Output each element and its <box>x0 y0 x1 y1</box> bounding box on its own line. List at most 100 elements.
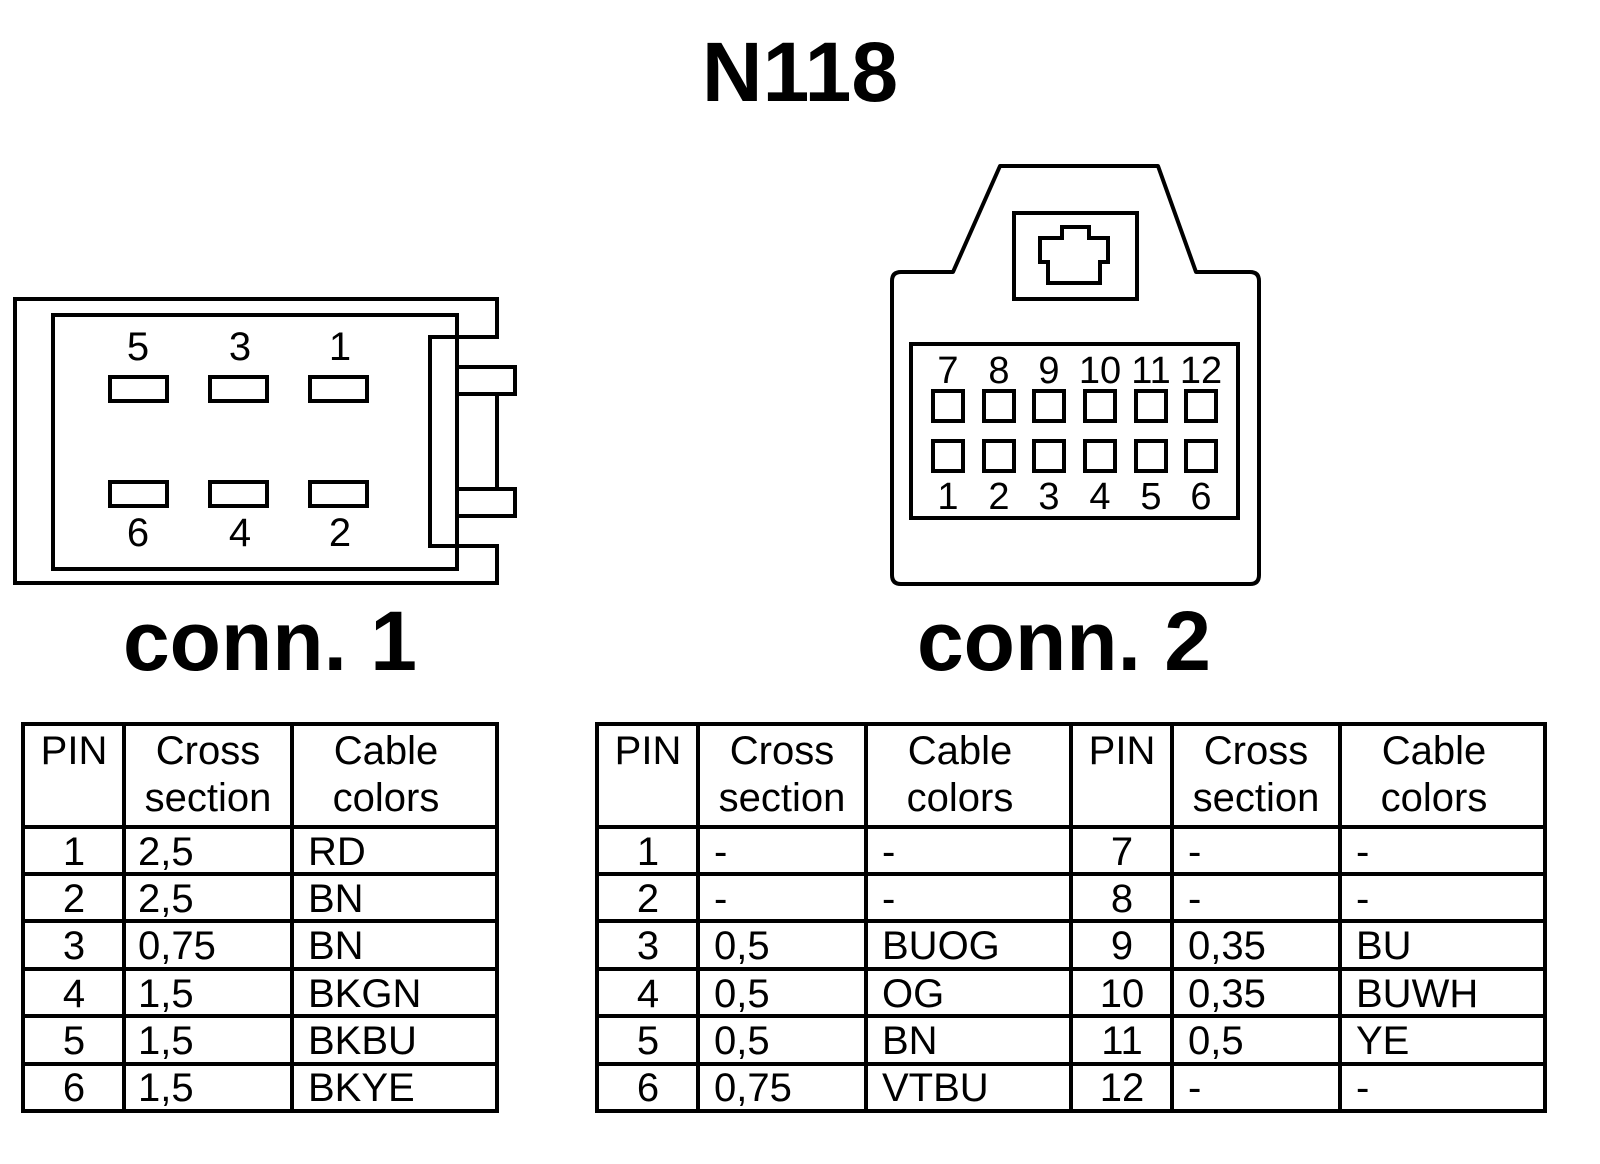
table-2-header-cross-line2-b: section <box>1193 776 1320 820</box>
connector-1-inner-frame <box>51 313 459 571</box>
table-2-cell-cross-section: 0,5 <box>714 924 770 968</box>
connector-2-label-pin-9: 9 <box>1038 350 1059 392</box>
table-1-cell-cross-section: 0,75 <box>138 924 216 968</box>
table-2-cell-pin-b: 7 <box>1111 830 1133 874</box>
table-1-header-cable-line1: Cable <box>334 729 439 773</box>
table-2-cell-cross-section-b: 0,35 <box>1188 924 1266 968</box>
connector-2-pin-11 <box>1134 389 1168 423</box>
connector-1-drawing <box>13 297 517 585</box>
table-row: 2 - - 8 - - <box>637 877 1369 921</box>
connector-2-pin-10 <box>1083 389 1117 423</box>
table-2-cell-cross-section: - <box>714 877 727 921</box>
table-row: 6 1,5 BKYE <box>63 1066 415 1110</box>
table-row: 3 0,75 BN <box>63 924 364 968</box>
connector-2-pin-2 <box>982 439 1016 473</box>
connector-2-key-housing <box>1012 211 1139 301</box>
table-1-header-pin: PIN <box>41 729 108 773</box>
table-2-cell-cross-section-b: 0,35 <box>1188 972 1266 1016</box>
table-row: 5 1,5 BKBU <box>63 1019 417 1063</box>
connector-2-body <box>890 164 1261 586</box>
diagram-title: N118 <box>702 25 898 119</box>
table-1-cell-pin: 1 <box>63 830 85 874</box>
table-1-cell-cross-section: 1,5 <box>138 1066 194 1110</box>
table-2-cell-cross-section: 0,5 <box>714 1019 770 1063</box>
table-2-header-cable-line1-b: Cable <box>1382 729 1487 773</box>
table-row: 1 - - 7 - - <box>637 830 1369 874</box>
table-row: 3 0,5 BUOG 9 0,35 BU <box>637 924 1412 968</box>
connector-2-label-pin-1: 1 <box>937 476 958 518</box>
connector-2-label-pin-8: 8 <box>988 350 1009 392</box>
table-2-cell-cable-color-b: YE <box>1356 1019 1409 1063</box>
table-2-header: PIN Cross section Cable colors PIN Cross… <box>615 729 1488 820</box>
connector-2-label-pin-11: 11 <box>1131 350 1170 392</box>
table-2-cell-cable-color: OG <box>882 972 944 1016</box>
table-2-cell-cross-section: - <box>714 830 727 874</box>
table-1-cell-cross-section: 2,5 <box>138 877 194 921</box>
connector-2-pin-4 <box>1083 439 1117 473</box>
table-1-cell-cable-color: RD <box>308 830 366 874</box>
connector-2-pin-6 <box>1184 439 1218 473</box>
table-2-cell-pin-b: 12 <box>1100 1066 1145 1110</box>
table-2-cell-cable-color: - <box>882 877 895 921</box>
table-row: 4 0,5 OG 10 0,35 BUWH <box>637 972 1478 1016</box>
connector-2-drawing <box>890 164 1261 586</box>
table-2-header-cable-line1: Cable <box>908 729 1013 773</box>
connector-1-pin-2 <box>308 480 369 508</box>
connector-1-latch <box>430 335 517 548</box>
connector-2-pin-field <box>909 342 1240 520</box>
table-2-cell-pin-b: 8 <box>1111 877 1133 921</box>
table-2-header-cable-line2-b: colors <box>1381 776 1488 820</box>
table-2-cell-cable-color: BN <box>882 1019 938 1063</box>
connector-2-label-pin-4: 4 <box>1089 476 1110 518</box>
table-2-cell-cable-color-b: - <box>1356 1066 1369 1110</box>
table-2-cell-cross-section: 0,75 <box>714 1066 792 1110</box>
table-1-cell-cable-color: BKBU <box>308 1019 417 1063</box>
table-2-cell-pin: 4 <box>637 972 659 1016</box>
table-1-cell-cross-section: 1,5 <box>138 972 194 1016</box>
connector-2-pin-labels: 7 8 9 10 11 12 1 2 3 4 5 6 <box>937 350 1222 518</box>
table-2-cell-pin: 3 <box>637 924 659 968</box>
table-2-cell-cable-color-b: BU <box>1356 924 1412 968</box>
table-1-cell-pin: 6 <box>63 1066 85 1110</box>
connector-2-key-icon <box>1038 225 1110 285</box>
table-2-cell-pin-b: 10 <box>1100 972 1145 1016</box>
table-1-cell-cross-section: 2,5 <box>138 830 194 874</box>
table-2-cell-cross-section: 0,5 <box>714 972 770 1016</box>
connector-1-label-pin-4: 4 <box>229 511 251 555</box>
table-row: 4 1,5 BKGN <box>63 972 421 1016</box>
connector-1-pin-5 <box>108 375 169 403</box>
table-1-cell-cable-color: BKYE <box>308 1066 415 1110</box>
connector-2-top-row-pins <box>931 389 1218 423</box>
table-row: 6 0,75 VTBU 12 - - <box>637 1066 1369 1110</box>
connector-1-label-pin-6: 6 <box>127 511 149 555</box>
table-2-cell-cable-color: BUOG <box>882 924 1000 968</box>
connector-2-pin-8 <box>982 389 1016 423</box>
table-2-cell-cross-section-b: - <box>1188 877 1201 921</box>
table-row: 2 2,5 BN <box>63 877 364 921</box>
table-2-body: 1 - - 7 - - 2 - - 8 - - 3 0,5 BUOG 9 0,3… <box>637 830 1478 1110</box>
table-2-cell-pin: 6 <box>637 1066 659 1110</box>
connector-1-label-pin-1: 1 <box>329 325 351 369</box>
table-2-cell-pin: 2 <box>637 877 659 921</box>
table-2-header-cross-line1-b: Cross <box>1204 729 1308 773</box>
connector-1-latch-slot <box>455 392 499 491</box>
connector-2-label: conn. 2 <box>917 594 1211 688</box>
connector-2-pin-3 <box>1032 439 1066 473</box>
table-2-cell-pin-b: 11 <box>1101 1019 1143 1063</box>
connector-1-label-pin-2: 2 <box>329 511 351 555</box>
table-1-cell-cable-color: BN <box>308 924 364 968</box>
connector-1-label-pin-3: 3 <box>229 325 251 369</box>
table-1-cell-pin: 3 <box>63 924 85 968</box>
table-1-cell-cross-section: 1,5 <box>138 1019 194 1063</box>
table-1-body: 1 2,5 RD 2 2,5 BN 3 0,75 BN 4 1,5 BKGN 5 <box>63 830 421 1110</box>
connector-2-pin-7 <box>931 389 965 423</box>
connector-1-pin-1 <box>308 375 369 403</box>
table-1: PIN Cross section Cable colors 1 2,5 RD … <box>21 722 499 1113</box>
table-2-cell-cable-color-b: BUWH <box>1356 972 1478 1016</box>
table-2-header-cross-line1: Cross <box>730 729 834 773</box>
connector-2-label-pin-6: 6 <box>1190 476 1211 518</box>
table-1-cell-cable-color: BKGN <box>308 972 421 1016</box>
connector-1-pin-3 <box>208 375 269 403</box>
table-2-header-cable-line2: colors <box>907 776 1014 820</box>
